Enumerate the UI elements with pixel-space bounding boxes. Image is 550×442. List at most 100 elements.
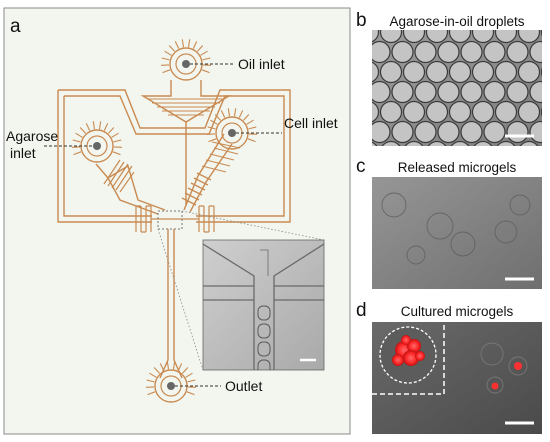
port-fin: [79, 127, 87, 134]
oil-inlet-port: [160, 39, 212, 81]
port-fin: [238, 110, 244, 118]
port-fin: [187, 379, 196, 383]
panel-d-title: Cultured microgels: [401, 304, 514, 319]
port-fin: [201, 69, 210, 74]
droplet: [542, 142, 550, 163]
droplet: [379, 60, 403, 84]
droplet: [471, 100, 495, 124]
droplet: [372, 120, 391, 144]
port-fin: [113, 139, 122, 143]
cell-cluster: [392, 335, 425, 366]
port-fin: [196, 45, 204, 52]
inlet-ports: [71, 39, 258, 403]
port-fin: [210, 119, 218, 125]
droplet: [460, 120, 483, 144]
droplet: [494, 100, 518, 124]
droplet: [427, 140, 447, 146]
droplet: [471, 60, 495, 84]
cultured-microgels: [480, 342, 528, 394]
bypass-channel: [57, 89, 291, 223]
droplet: [483, 40, 506, 64]
panel-b-title: Agarose-in-oil droplets: [389, 14, 524, 29]
droplet: [379, 100, 403, 124]
droplet: [414, 80, 437, 104]
port-fin: [73, 151, 82, 156]
port-fin: [227, 108, 231, 117]
port-fin: [202, 57, 211, 61]
droplet: [494, 60, 518, 84]
port-fin: [177, 363, 183, 371]
zoom-guides: [157, 210, 325, 371]
port-fin: [208, 138, 217, 143]
zoom-inset: [372, 322, 445, 395]
panel-d: d Cultured microgels: [356, 300, 542, 434]
droplet: [372, 61, 380, 83]
droplet: [414, 40, 437, 64]
port-fin: [187, 39, 191, 48]
port-fin: [159, 363, 165, 371]
panel-b-letter: b: [356, 10, 367, 31]
droplet: [471, 30, 495, 44]
droplet: [473, 140, 493, 146]
agarose-inlet-dot: [93, 142, 101, 150]
droplet: [402, 30, 426, 44]
junction-serpentines: [135, 205, 215, 233]
droplet: [448, 100, 472, 124]
outlet-label: Outlet: [225, 378, 262, 394]
port-fin: [111, 132, 119, 138]
panel-a-letter: a: [10, 16, 21, 37]
port-fin: [166, 361, 170, 370]
port-fin: [98, 121, 102, 130]
droplet: [460, 40, 483, 64]
droplet: [494, 30, 518, 44]
port-fin: [147, 391, 156, 396]
droplet: [437, 40, 460, 64]
droplet: [529, 80, 542, 104]
outlet-dot: [167, 382, 175, 390]
port-fin: [161, 57, 170, 61]
droplet: [460, 80, 483, 104]
cell-inlet-structure: [181, 133, 241, 213]
droplet: [372, 80, 391, 104]
label-leaders: [44, 63, 282, 387]
droplet: [517, 60, 541, 84]
droplet: [372, 101, 380, 123]
droplet: [437, 80, 460, 104]
droplet: [450, 140, 470, 146]
port-fin: [247, 138, 256, 143]
droplet: [425, 30, 449, 44]
port-fin: [248, 126, 257, 130]
droplet: [372, 40, 391, 64]
bypass-channel-inner: [63, 95, 285, 217]
port-fin: [107, 127, 115, 134]
port-fin: [207, 126, 216, 130]
released-microgels: [381, 192, 531, 265]
port-fin: [233, 108, 237, 117]
port-fin: [181, 367, 189, 374]
agarose-inlet-label-line2: inlet: [10, 145, 36, 161]
droplet: [496, 140, 516, 146]
panel-c-letter: c: [356, 156, 366, 177]
panel-c: c Released microgels: [356, 156, 542, 289]
droplet: [529, 40, 542, 64]
droplet: [437, 120, 460, 144]
agarose-inlet-structure: [95, 159, 166, 215]
panel-c-title: Released microgels: [398, 160, 517, 175]
droplet: [372, 30, 380, 43]
fluorescent-cell: [514, 362, 522, 370]
droplet: [425, 60, 449, 84]
droplet: [540, 67, 542, 77]
port-fin: [186, 391, 195, 396]
droplet: [379, 30, 403, 44]
droplet: [448, 30, 472, 44]
fluorescent-cell: [491, 382, 499, 390]
port-fin: [174, 41, 180, 49]
droplet: [391, 40, 414, 64]
junction-highlight-box: [157, 210, 183, 230]
droplet: [483, 80, 506, 104]
droplet: [404, 140, 424, 146]
port-fin: [162, 69, 171, 74]
port-fin: [75, 132, 83, 138]
droplet: [540, 30, 542, 37]
droplet: [483, 120, 506, 144]
